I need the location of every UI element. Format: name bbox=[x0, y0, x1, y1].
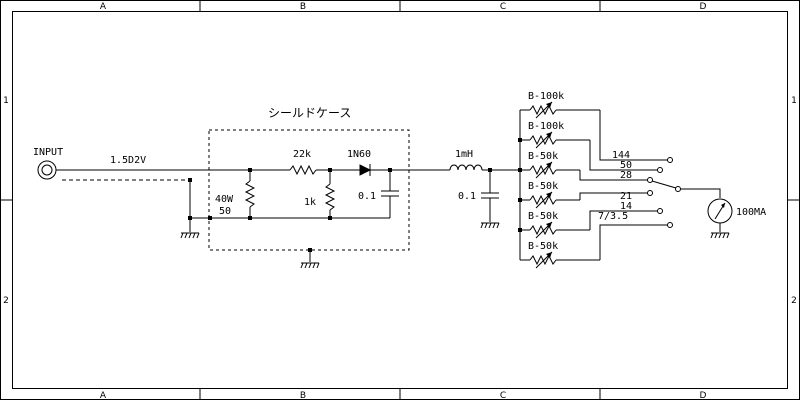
inductor-1mh: 1mH bbox=[449, 149, 520, 171]
pot-5-label: B-50k bbox=[528, 211, 558, 222]
dummy-load-watt-label: 40W bbox=[215, 194, 234, 205]
row-label-1-left: 1 bbox=[3, 96, 9, 106]
inductor-label: 1mH bbox=[455, 149, 473, 160]
col-label-d-top: D bbox=[700, 2, 707, 12]
col-label-a-top: A bbox=[100, 2, 107, 12]
cable-label: 1.5D2V bbox=[110, 155, 146, 166]
row-label-1-right: 1 bbox=[791, 96, 797, 106]
pot-4: B-50k bbox=[520, 181, 580, 209]
band-label-7-3-5: 7/3.5 bbox=[598, 211, 628, 222]
capacitor-1: 0.1 bbox=[358, 170, 399, 218]
band-label-14: 14 bbox=[620, 201, 632, 212]
junction-dots bbox=[188, 138, 522, 252]
pot-6: B-50k bbox=[520, 241, 600, 269]
pot-1-label: B-100k bbox=[528, 91, 564, 102]
capacitor-2: 0.1 bbox=[458, 170, 499, 222]
band-label-50: 50 bbox=[620, 160, 632, 171]
col-label-c-bottom: C bbox=[500, 391, 506, 400]
pot-3-label: B-50k bbox=[528, 151, 558, 162]
input-connector: INPUT bbox=[33, 147, 63, 180]
shield-case: シールドケース bbox=[208, 106, 410, 251]
resistor-1k: 1k bbox=[304, 170, 336, 218]
resistor-1k-label: 1k bbox=[304, 197, 316, 208]
ground-icon bbox=[300, 250, 320, 269]
dummy-load-resistor: 40W 50 bbox=[215, 170, 256, 218]
pot-2: B-100k bbox=[520, 121, 590, 149]
col-label-a-bottom: A bbox=[100, 391, 107, 400]
shield-case-title: シールドケース bbox=[268, 106, 351, 120]
diode-label: 1N60 bbox=[347, 149, 371, 160]
col-label-c-top: C bbox=[500, 2, 506, 12]
col-label-d-bottom: D bbox=[700, 391, 707, 400]
capacitor-2-label: 0.1 bbox=[458, 191, 476, 202]
pot-1: B-100k bbox=[520, 91, 600, 119]
ground-icon bbox=[180, 232, 200, 239]
band-label-28: 28 bbox=[620, 170, 632, 181]
capacitor-1-label: 0.1 bbox=[358, 191, 376, 202]
band-label-144: 144 bbox=[612, 150, 630, 161]
meter-label: 100MA bbox=[736, 207, 766, 218]
input-label: INPUT bbox=[33, 147, 63, 158]
diode-1n60: 1N60 bbox=[330, 149, 390, 176]
pot-2-label: B-100k bbox=[528, 121, 564, 132]
ground-icon bbox=[480, 222, 500, 229]
coax-cable: 1.5D2V bbox=[56, 155, 250, 218]
pot-bank: B-100k B-100k B-50k B-50k bbox=[520, 91, 600, 269]
dummy-load-ohm-label: 50 bbox=[219, 206, 231, 217]
switch-wiring bbox=[579, 110, 668, 260]
col-label-b-bottom: B bbox=[300, 391, 306, 400]
pot-5: B-50k bbox=[520, 211, 590, 239]
pot-4-label: B-50k bbox=[528, 181, 558, 192]
ammeter: 100MA bbox=[707, 198, 766, 232]
resistor-22k-label: 22k bbox=[293, 149, 311, 160]
resistor-22k: 22k bbox=[250, 149, 330, 176]
pot-3: B-50k bbox=[520, 151, 580, 179]
pot-6-label: B-50k bbox=[528, 241, 558, 252]
band-label-21: 21 bbox=[620, 191, 632, 202]
band-switch bbox=[647, 157, 721, 228]
col-label-b-top: B bbox=[300, 2, 306, 12]
ground-icon bbox=[710, 232, 730, 239]
row-label-2-left: 2 bbox=[3, 296, 9, 306]
row-label-2-right: 2 bbox=[791, 296, 797, 306]
